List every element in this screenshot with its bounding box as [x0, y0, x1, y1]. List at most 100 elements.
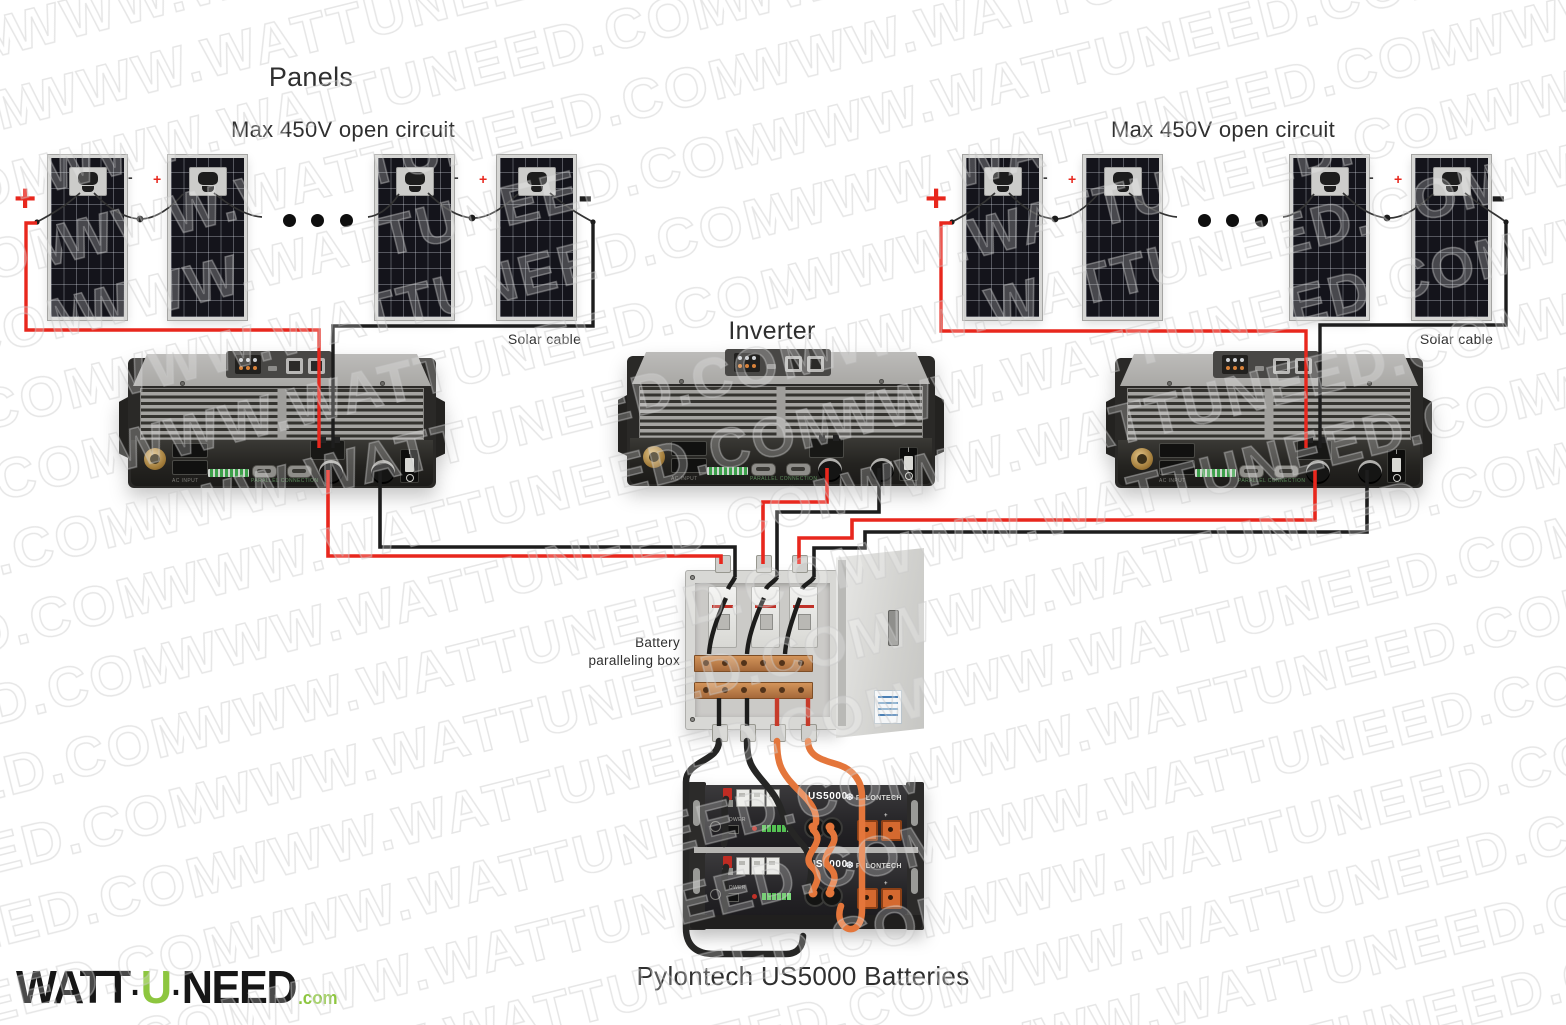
db9-port-icon [287, 465, 312, 478]
junction-box-mc4-icon [68, 167, 107, 196]
inverter-middle: I AC INPUT PARALLEL CONNECTION [618, 346, 944, 486]
door-label-sticker [874, 690, 902, 724]
screw-icon [1167, 381, 1172, 386]
rack-rail [906, 782, 924, 930]
junction-box-mc4-icon [1103, 167, 1142, 196]
series-ellipsis-dot [1198, 214, 1211, 227]
power-toggle [725, 825, 739, 834]
comm-port-panel [1213, 351, 1319, 378]
pv-input-terminal [809, 435, 844, 458]
ventilation-grille [639, 386, 923, 438]
logo-tld: .com [298, 988, 338, 1008]
parallel-connection-label: PARALLEL CONNECTION [251, 478, 319, 484]
power-label: POWER [725, 885, 746, 891]
terminal-minus-label: - [860, 813, 862, 819]
battery-orange-terminal [857, 820, 878, 841]
usb-port-icon [1255, 366, 1264, 371]
junction-box-mc4-icon [1310, 167, 1349, 196]
ventilation-grille [1127, 388, 1411, 440]
series-ellipsis-dot [340, 214, 353, 227]
solar-panel [1083, 155, 1162, 320]
screw-icon [690, 575, 695, 580]
rj45-port-icon [1273, 358, 1290, 374]
battery-model-label: US5000 [808, 859, 848, 870]
connection-panel: I AC INPUT PARALLEL CONNECTION [1118, 437, 1420, 486]
comm-port-panel [725, 349, 831, 376]
db9-port-icon [751, 463, 776, 476]
usb-port-icon [268, 366, 277, 371]
status-led-red [752, 826, 757, 831]
rj45-port-icon [286, 358, 303, 374]
string-negative-sign-left: - [578, 171, 593, 220]
junction-box-mc4-icon [983, 167, 1022, 196]
connection-panel: I AC INPUT PARALLEL CONNECTION [131, 437, 433, 486]
mc4-junction-connectors [34, 214, 1509, 225]
power-button-icon [710, 821, 721, 832]
battery-connector-positive [1306, 460, 1330, 484]
panel-minus-sign: - [128, 169, 133, 185]
panels-title: Panels [268, 62, 354, 92]
series-ellipsis-dot [1255, 214, 1268, 227]
battery-rack: US5000 ❆PYLONTECH POWER - + US5000 ❆PYL [688, 780, 924, 932]
panel-minus-sign: - [454, 169, 459, 185]
battery-breaker-icon [722, 856, 733, 875]
battery-orange-terminal [881, 820, 902, 841]
junction-box-mc4-icon [395, 167, 434, 196]
logo-word-watt: WATT [16, 961, 131, 1013]
panel-plus-sign: + [1068, 171, 1077, 187]
ac-input-label: AC INPUT [172, 478, 199, 484]
battery-model-label: US5000 [808, 791, 848, 802]
panel-minus-sign: - [1043, 169, 1048, 185]
solar-panel [1412, 155, 1491, 320]
pylontech-logo: ❆PYLONTECH [846, 860, 902, 870]
logo-word-u: U [140, 961, 172, 1013]
box-door [836, 548, 924, 738]
pv-input-terminal [1297, 437, 1332, 460]
power-switch: I [899, 447, 918, 481]
battery-switch [751, 857, 765, 875]
batteries-title: Pylontech US5000 Batteries [636, 961, 970, 991]
terminal-plus-label: + [884, 881, 888, 887]
status-led-red [752, 894, 757, 899]
battery-orange-terminal [857, 888, 878, 909]
terminal-block-icon [734, 353, 760, 372]
ac-input-label: AC INPUT [1159, 478, 1186, 484]
power-label: POWER [725, 817, 746, 823]
battery-power-terminal [821, 885, 843, 907]
ac-connectors [1159, 443, 1195, 476]
solar-panel [1290, 155, 1369, 320]
battery-paralleling-box [685, 570, 840, 730]
db9-port-icon [786, 463, 811, 476]
panel-plus-sign: + [479, 171, 488, 187]
string-positive-sign-right: + [925, 178, 948, 220]
ac-connectors [172, 443, 208, 476]
parallel-connection-label: PARALLEL CONNECTION [750, 476, 818, 482]
ventilation-grille [140, 388, 424, 440]
cable-gland-icon [144, 448, 166, 470]
battery-control-row: POWER [710, 817, 795, 839]
power-toggle [725, 893, 739, 902]
string-positive-sign-left: + [14, 178, 37, 220]
battery-breaker-icon [722, 788, 733, 807]
screw-icon [690, 717, 695, 722]
junction-box-mc4-icon [188, 167, 227, 196]
battery-power-terminal [821, 817, 843, 839]
connection-panel: I AC INPUT PARALLEL CONNECTION [630, 435, 932, 484]
panel-plus-sign: + [153, 171, 162, 187]
panel-plus-sign: + [1394, 171, 1403, 187]
solar-panel [963, 155, 1042, 320]
max-voltage-label-left: Max 450V open circuit [231, 117, 455, 142]
cable-gland [756, 555, 772, 573]
cable-gland [792, 555, 808, 573]
cable-gland [715, 555, 731, 573]
battery-connector-positive [818, 458, 842, 482]
battery-switch [736, 789, 750, 807]
db9-port-icon [1274, 465, 1299, 478]
screw-icon [679, 379, 684, 384]
cable-gland [740, 724, 756, 742]
copper-busbar-negative [694, 682, 813, 699]
battery-box-label: Battery paralleling box [540, 634, 680, 669]
battery-switch [766, 789, 780, 807]
cable-gland [770, 724, 786, 742]
screw-icon [879, 379, 884, 384]
